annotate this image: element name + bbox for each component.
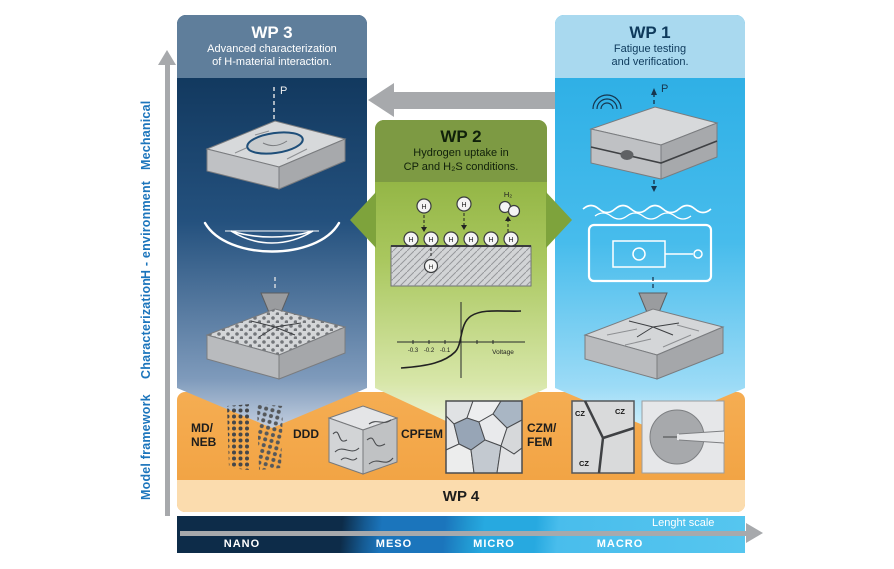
h-atom-label: H: [461, 202, 466, 209]
wp1-immersion-tank-illustration: [582, 204, 713, 283]
metal-surface: [390, 245, 532, 287]
wp3-desc-line1: Advanced characterization: [207, 42, 337, 55]
h-atom-label: H: [448, 237, 453, 244]
ultrasonic-waves-icon: [592, 94, 622, 110]
wp3-crack-specimen-illustration: P: [205, 85, 347, 190]
horizontal-axis-line: [180, 531, 746, 536]
wp3-header: WP 3 Advanced characterization of H-mate…: [177, 15, 367, 78]
scale-label-nano: NANO: [223, 538, 261, 550]
h-atom-label: H: [408, 237, 413, 244]
cracked-block: [583, 308, 725, 380]
wp1-title: WP 1: [629, 22, 671, 42]
wp3-load-label: P: [280, 85, 287, 97]
axis-label-h-environment: H - environment: [139, 180, 153, 280]
wp1-desc-line1: Fatigue testing: [613, 42, 687, 55]
right-arrow-icon: [746, 523, 763, 543]
x-axis-label: Voltage: [492, 349, 514, 356]
wp3-nanoindentation-illustration: [205, 277, 347, 380]
h-atom-label: H: [488, 237, 493, 244]
wp3-panel: WP 3 Advanced characterization of H-mate…: [177, 15, 367, 428]
wp1-fatigue-specimen-illustration: P: [589, 83, 719, 192]
surface-crack-ellipse: [246, 131, 304, 155]
length-scale-title: Lenght scale: [652, 517, 715, 529]
h-atom-label: H: [421, 204, 426, 211]
vertical-axis-line: [165, 64, 170, 516]
wp1-desc-line2: and verification.: [611, 56, 689, 69]
wp3-dish-illustration: [203, 221, 341, 253]
cv-curve: [400, 310, 522, 369]
h-atom-label: H: [468, 237, 473, 244]
axis-label-characterization: Characterization: [139, 277, 153, 379]
adsorbed-hydrogen-atoms: [403, 231, 519, 247]
crack-line: [590, 140, 718, 164]
axis-label-mechanical: Mechanical: [139, 100, 153, 170]
wp2-polarization-curve-plot: -0.3 -0.2 -0.1 Voltage: [397, 302, 525, 378]
wp2-header: WP 2 Hydrogen uptake in CP and H₂S condi…: [375, 120, 547, 182]
x-tick-label: -0.1: [440, 348, 451, 354]
wp1-nanoindentation-illustration: [583, 277, 725, 380]
h-atom-label: H: [429, 264, 434, 271]
scale-label-macro: MACRO: [596, 538, 644, 550]
wp2-panel: WP 2 Hydrogen uptake in CP and H₂S condi…: [375, 120, 547, 428]
wp2-desc-line2: CP and H₂S conditions.: [403, 160, 519, 173]
hole: [620, 150, 634, 160]
wp2-description: Hydrogen uptake in CP and H₂S conditions…: [404, 147, 519, 175]
h2-molecule: [498, 200, 521, 218]
wp3-description: Advanced characterization of H-material …: [207, 43, 337, 71]
wp2-hydrogen-adsorption-illustration: H H H H H H H H H₂ H: [390, 190, 532, 287]
up-arrow-icon: [158, 50, 176, 65]
up-arrow-icon: [651, 88, 657, 95]
h-atom-label: H: [428, 237, 433, 244]
wp1-description: Fatigue testing and verification.: [611, 43, 688, 71]
x-tick-label: -0.2: [424, 348, 435, 354]
wp3-title: WP 3: [251, 22, 293, 42]
wp1-load-label: P: [661, 83, 668, 95]
h-atom-label: H: [508, 237, 513, 244]
wp1-panel: WP 1 Fatigue testing and verification. P: [555, 15, 745, 428]
atomic-block: [205, 308, 347, 380]
specimen-block: [589, 106, 719, 180]
down-arrow-icon: [651, 186, 657, 192]
wp2-title: WP 2: [440, 127, 482, 147]
wp1-header: WP 1 Fatigue testing and verification.: [555, 15, 745, 78]
scale-label-micro: MICRO: [473, 538, 515, 550]
specimen-block: [205, 120, 347, 190]
wp1-to-wp3-arrow-shaft: [394, 92, 557, 109]
wp3-desc-line2: of H-material interaction.: [212, 56, 332, 69]
wp2-desc-line1: Hydrogen uptake in: [413, 147, 509, 160]
scale-label-meso: MESO: [375, 538, 413, 550]
x-tick-label: -0.3: [408, 348, 419, 354]
left-arrow-icon: [368, 83, 394, 117]
axis-label-model-framework: Model framework: [139, 394, 153, 500]
h2-label: H₂: [504, 190, 512, 199]
